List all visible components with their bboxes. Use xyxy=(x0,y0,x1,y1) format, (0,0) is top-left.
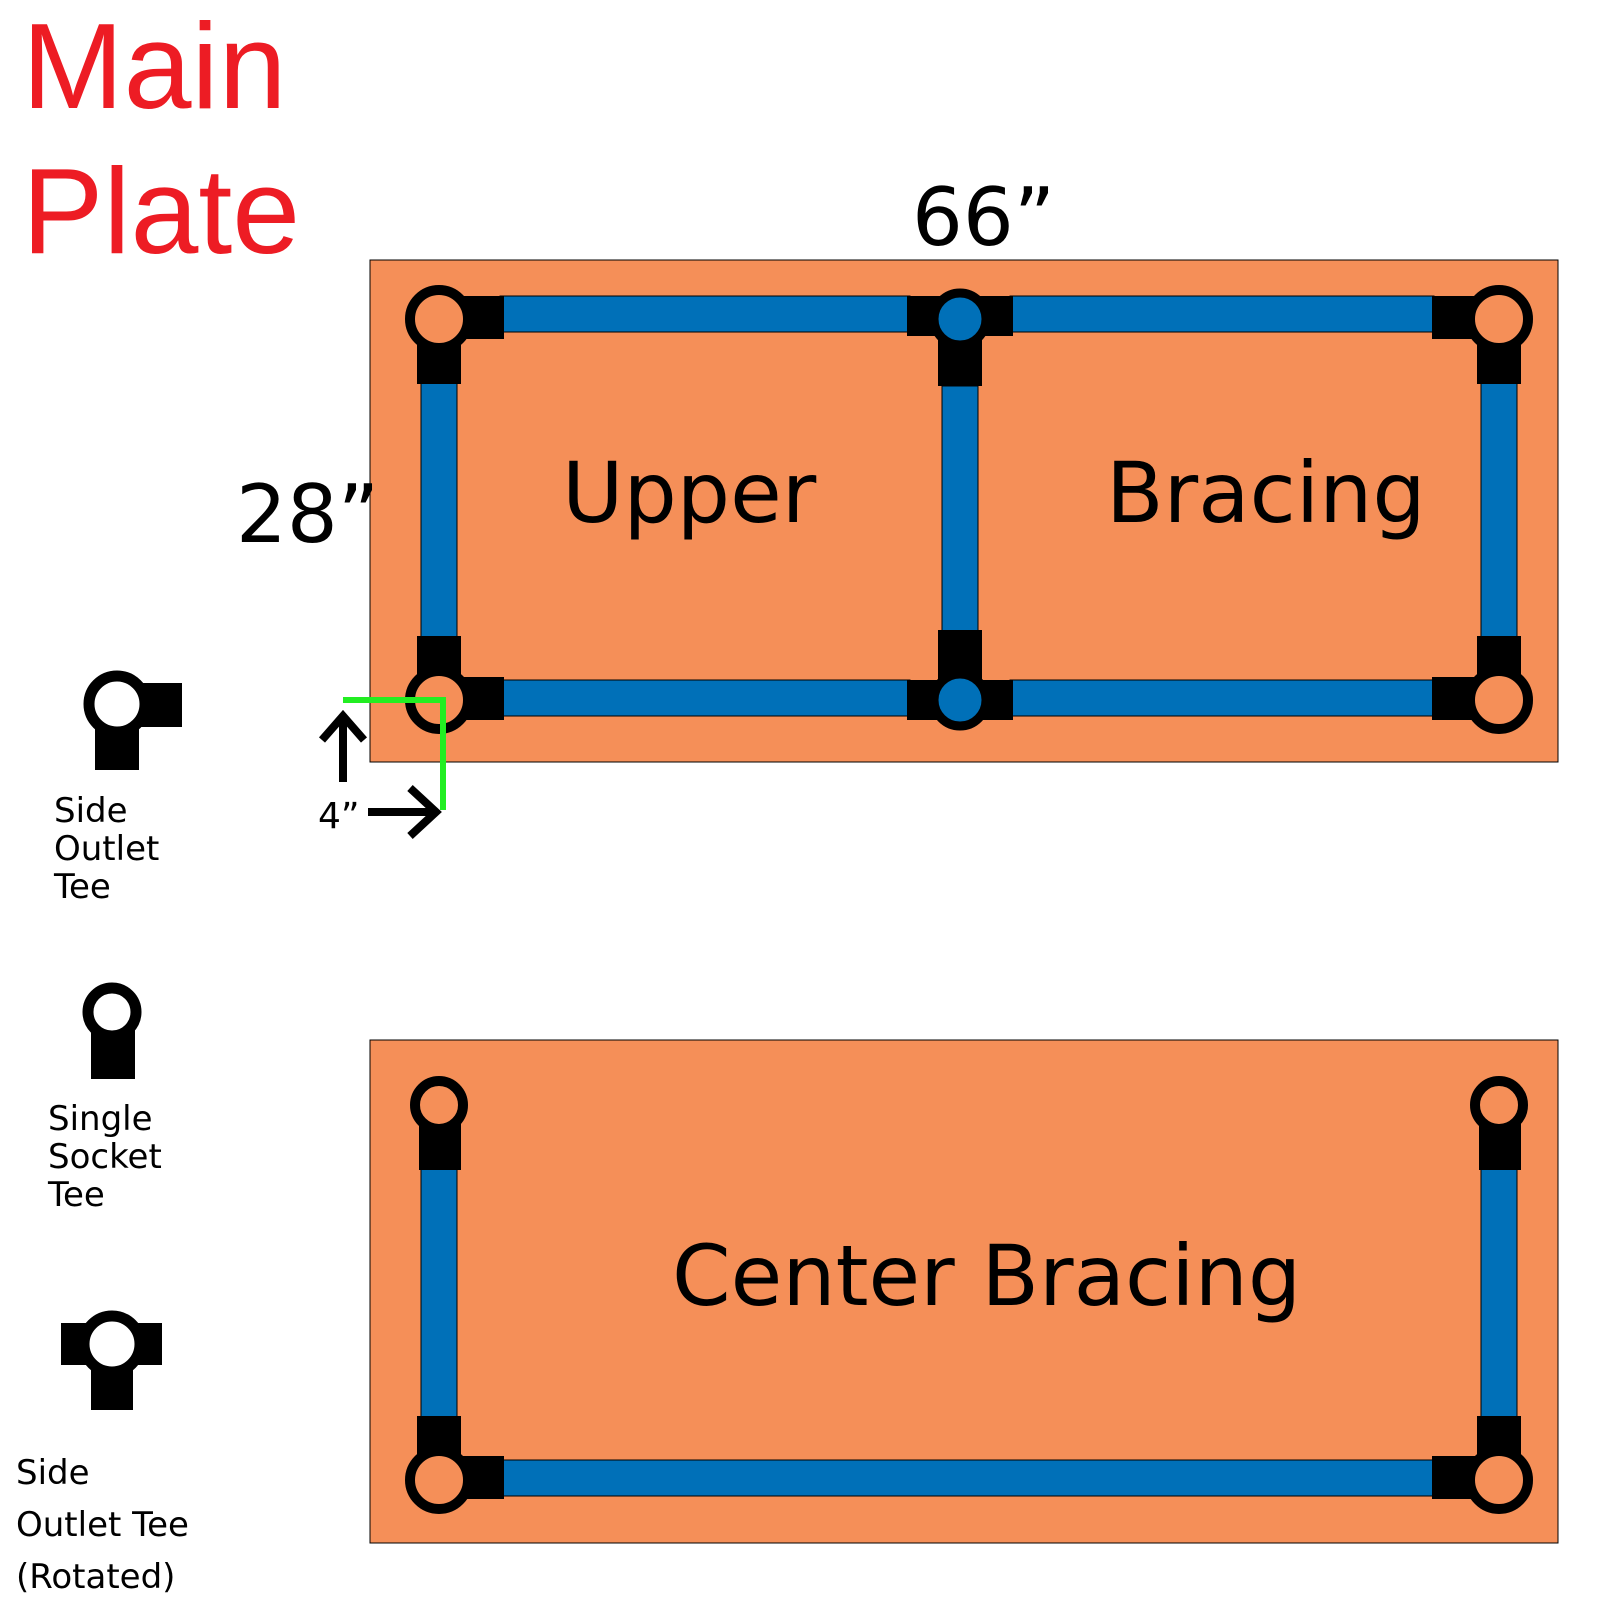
legend-side-outlet-tee-line-1: Side xyxy=(54,791,128,831)
arrow-right-icon xyxy=(368,785,442,839)
legend: Side Outlet Tee Single Socket Tee Side O… xyxy=(16,670,189,1597)
legend-side-outlet-tee-line-2: Outlet xyxy=(54,829,159,869)
fitting-side-outlet-tee xyxy=(405,1416,504,1514)
offset-guide: 4” xyxy=(318,697,446,839)
center-bracing-plate: Center Bracing xyxy=(369,1039,1559,1544)
center-plate-label: Center Bracing xyxy=(672,1227,1301,1325)
legend-single-socket-tee-line-1: Single xyxy=(48,1099,153,1139)
center-plate-board xyxy=(369,1039,1559,1544)
legend-single-socket-tee: Single Socket Tee xyxy=(47,982,162,1215)
legend-side-outlet-tee-line-3: Tee xyxy=(53,867,111,907)
upper-top-pipe-right xyxy=(1009,295,1435,333)
fitting-side-outlet-tee xyxy=(405,285,504,384)
offset-guide-line xyxy=(343,697,446,810)
fitting-side-outlet-tee xyxy=(1432,1416,1533,1514)
side-outlet-tee-rotated-icon xyxy=(61,1310,162,1410)
fitting-side-outlet-tee-rotated xyxy=(907,288,1013,386)
height-dimension-label: 28” xyxy=(236,468,379,561)
upper-bracing-plate: Upper Bracing xyxy=(369,259,1559,763)
fitting-side-outlet-tee-rotated xyxy=(907,630,1013,731)
legend-side-outlet-tee-rotated: Side Outlet Tee (Rotated) xyxy=(16,1310,189,1597)
legend-single-socket-tee-line-3: Tee xyxy=(47,1175,105,1215)
fitting-single-socket-tee xyxy=(1470,1076,1528,1170)
legend-side-outlet-tee-rotated-line-3: (Rotated) xyxy=(16,1557,175,1597)
upper-right-pipe xyxy=(1480,382,1518,638)
upper-top-pipe-left xyxy=(499,295,911,333)
fitting-single-socket-tee xyxy=(410,1076,468,1170)
legend-side-outlet-tee-rotated-line-2: Outlet Tee xyxy=(16,1505,189,1545)
offset-dimension-label: 4” xyxy=(318,796,360,837)
center-left-pipe xyxy=(420,1166,458,1418)
upper-left-pipe xyxy=(420,382,458,638)
single-socket-tee-icon xyxy=(82,982,142,1079)
fitting-side-outlet-tee xyxy=(1432,285,1533,384)
upper-bottom-pipe-right xyxy=(1009,679,1435,717)
title-line-1: Main xyxy=(22,0,286,134)
side-outlet-tee-icon xyxy=(83,670,182,770)
upper-plate-label-right: Bracing xyxy=(1106,444,1426,542)
title-line-2: Plate xyxy=(22,143,300,279)
arrow-up-icon xyxy=(318,709,368,782)
upper-center-pipe xyxy=(941,385,979,632)
legend-single-socket-tee-line-2: Socket xyxy=(48,1137,162,1177)
legend-side-outlet-tee-rotated-line-1: Side xyxy=(16,1453,90,1493)
width-dimension-label: 66” xyxy=(912,171,1055,264)
upper-bottom-pipe-left xyxy=(499,679,911,717)
center-right-pipe xyxy=(1480,1166,1518,1418)
center-bottom-pipe xyxy=(499,1459,1435,1497)
fitting-side-outlet-tee xyxy=(1432,636,1533,734)
upper-plate-label-left: Upper xyxy=(562,444,817,542)
legend-side-outlet-tee: Side Outlet Tee xyxy=(53,670,182,907)
